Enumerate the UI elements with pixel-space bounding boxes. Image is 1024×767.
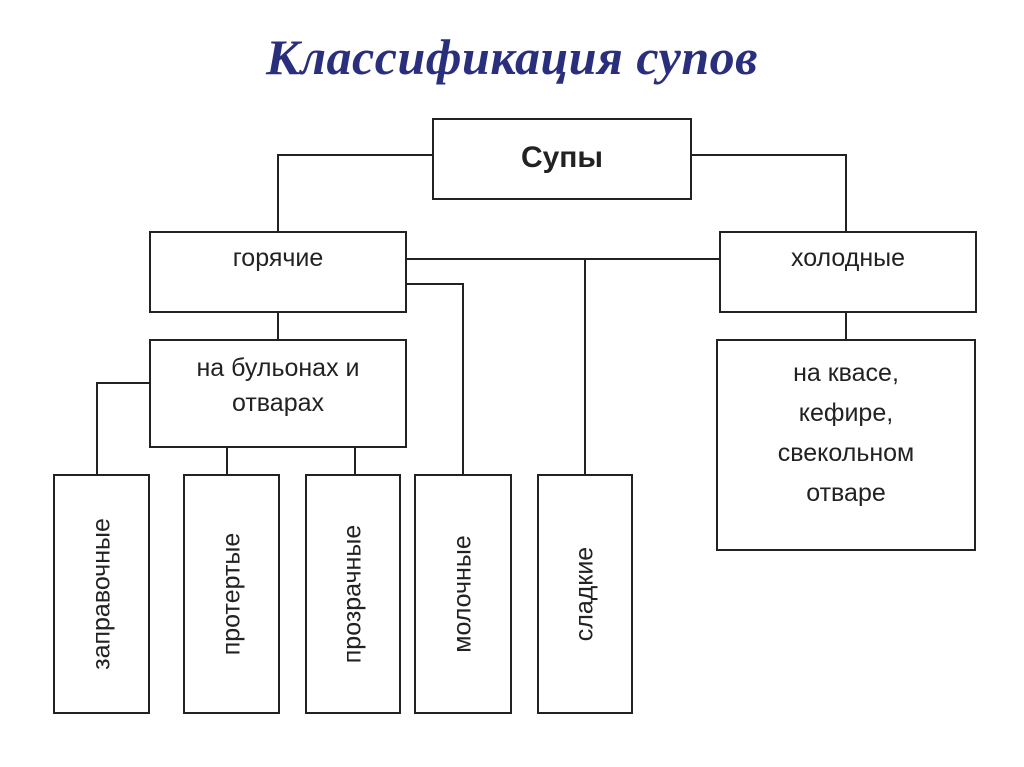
cold-base-line3: свекольном: [777, 439, 915, 467]
slide-title: Классификация супов: [265, 29, 759, 85]
broth-soups-line1: на бульонах и: [196, 354, 360, 382]
cold-base-line1: на квасе,: [793, 359, 899, 387]
cold-base-line4: отваре: [806, 479, 886, 507]
sweet-soups-label: сладкие: [570, 546, 599, 642]
clear-soups-label: прозрачные: [338, 524, 367, 664]
cold-base-box: на квасе, кефире, свекольном отваре: [716, 339, 976, 551]
sweet-soups-box: сладкие: [537, 474, 633, 714]
dressing-soups-box: заправочные: [53, 474, 150, 714]
soups-root-box: Супы: [432, 118, 692, 200]
milk-soups-box: молочные: [414, 474, 512, 714]
pureed-soups-box: протертые: [183, 474, 280, 714]
connector-root-hot: [277, 154, 433, 232]
connector-hot-milk: [407, 283, 464, 475]
connector-root-cold: [691, 154, 847, 232]
milk-soups-label: молочные: [448, 535, 477, 653]
cold-base-line2: кефире,: [798, 399, 894, 427]
hot-soups-label: горячие: [232, 244, 324, 272]
cold-soups-box: холодные: [719, 231, 977, 313]
broth-soups-line2: отварах: [231, 389, 325, 417]
dressing-soups-label: заправочные: [87, 518, 115, 670]
clear-soups-box: прозрачные: [305, 474, 401, 714]
pureed-soups-label: протертые: [217, 532, 245, 656]
broth-soups-box: на бульонах и отварах: [149, 339, 407, 448]
connector-broth-dressing: [96, 382, 150, 475]
soups-root-label: Супы: [520, 141, 604, 174]
cold-soups-label: холодные: [790, 244, 906, 272]
hot-soups-box: горячие: [149, 231, 407, 313]
